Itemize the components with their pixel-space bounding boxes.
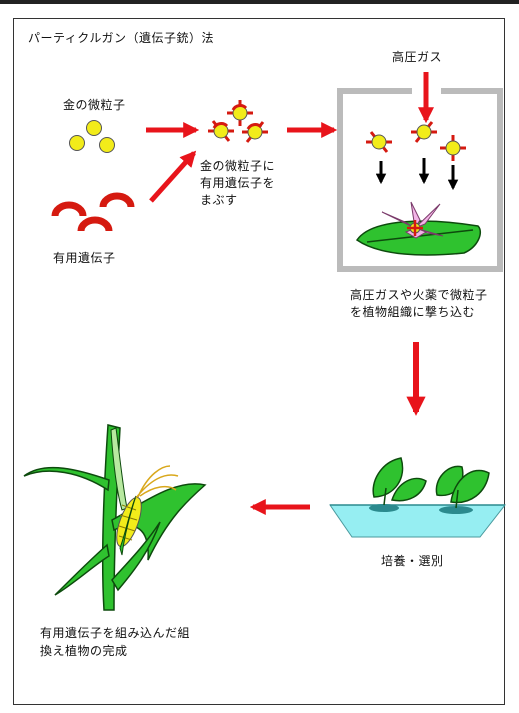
- flow-arrow-gene-to-coated: [151, 153, 194, 201]
- gene-arc-group: [55, 196, 131, 231]
- gene-arc: [55, 205, 83, 216]
- coated-particle: [227, 100, 253, 126]
- seedling: [369, 458, 426, 512]
- gene-arc: [81, 220, 109, 231]
- gold-particle: [87, 121, 102, 136]
- culture-tray: [330, 505, 505, 537]
- chamber-particle: [411, 122, 437, 142]
- gene-arc: [103, 196, 131, 207]
- chamber-particle: [440, 135, 466, 161]
- corn-plant: [24, 425, 205, 610]
- coated-particle: [208, 121, 234, 141]
- gold-particle: [70, 136, 85, 151]
- chamber-particle: [366, 132, 392, 152]
- gold-particle: [100, 138, 115, 153]
- coated-particle: [242, 122, 268, 142]
- gold-particle-group: [70, 121, 115, 153]
